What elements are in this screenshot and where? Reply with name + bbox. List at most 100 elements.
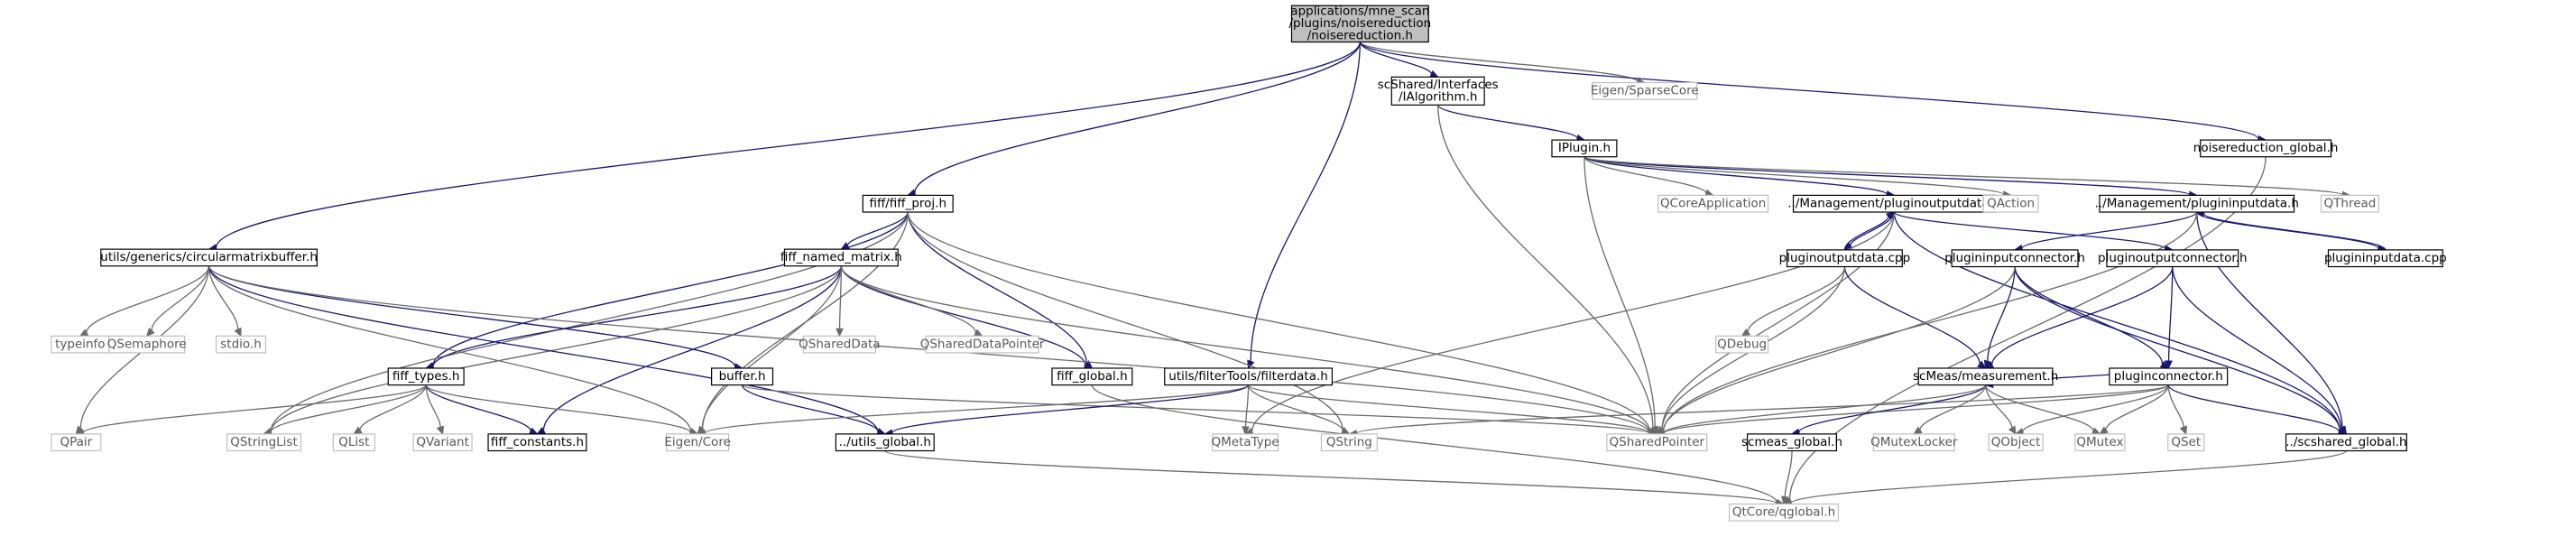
edge-fiff_named-to-qstringlist: [263, 265, 843, 436]
node-nr_global[interactable]: noisereduction_global.h: [2193, 139, 2339, 158]
edge-fiff_named-to-qsdp: [840, 265, 983, 337]
node-ialgorithm[interactable]: scShared/Interfaces/IAlgorithm.h: [1378, 76, 1499, 106]
node-iplugin[interactable]: IPlugin.h: [1551, 139, 1618, 158]
node-label: QSemaphore: [107, 337, 187, 351]
node-buffer[interactable]: buffer.h: [711, 367, 774, 386]
edge-filterdata-to-qmetatype: [1242, 384, 1250, 436]
edge-line: [1798, 384, 1987, 433]
node-box: [487, 433, 587, 452]
edge-arrowhead: [1977, 360, 1987, 369]
edge-line: [1437, 105, 1654, 429]
edge-line: [208, 265, 239, 330]
edge-line: [425, 384, 441, 428]
node-box: [2074, 433, 2126, 452]
edge-line: [1091, 384, 1777, 504]
edge-arrowhead: [1429, 69, 1439, 78]
node-box: [1592, 81, 1698, 100]
edge-line: [1985, 384, 2013, 429]
node-box: [2200, 139, 2332, 158]
node-label: IPlugin.h: [1558, 141, 1611, 155]
node-label: utils/generics/circularmatrixbuffer.h: [100, 250, 318, 264]
node-pin_h[interactable]: ../Management/plugininputdata.h: [2095, 194, 2299, 213]
node-box: [1786, 249, 1903, 268]
node-pout_h[interactable]: ../Management/pluginoutputdata.h: [1787, 194, 2000, 213]
node-scmeas_global[interactable]: scmeas_global.h: [1741, 433, 1842, 452]
edge-pconn-to-qobject: [2014, 384, 2169, 436]
node-fiff_global[interactable]: fiff_global.h: [1051, 367, 1133, 386]
edge-line: [1359, 42, 1433, 75]
node-box: [387, 367, 465, 386]
edge-measurement-to-qmutex: [1985, 384, 2101, 435]
edge-arrowhead: [1650, 425, 1659, 436]
node-utils_global[interactable]: ../utils_global.h: [835, 433, 935, 452]
node-label: QPair: [60, 435, 92, 449]
edge-line: [1244, 384, 1250, 427]
node-root: applications/mne_scan/plugins/noisereduc…: [1288, 5, 1431, 43]
edge-line: [2172, 266, 2342, 430]
node-sparsecore: Eigen/SparseCore: [1591, 81, 1699, 100]
node-label: stdio.h: [220, 337, 262, 351]
edge-filterdata-to-qstring: [1247, 384, 1351, 435]
node-box: [108, 335, 186, 354]
edge-line: [1251, 212, 1895, 432]
node-pconn[interactable]: pluginconnector.h: [2109, 367, 2229, 386]
edge-line: [1583, 156, 2005, 196]
node-pin_cpp[interactable]: plugininputdata.cpp: [2324, 249, 2447, 268]
node-label: QList: [338, 435, 369, 449]
node-poutconn[interactable]: pluginoutputconnector.h: [2098, 249, 2248, 268]
edge-line: [1784, 450, 1793, 497]
edge-circbuf-to-stdio: [208, 265, 242, 338]
node-label: Eigen/Core: [664, 435, 731, 449]
node-box: [1872, 433, 1955, 452]
edge-line: [359, 384, 427, 430]
edge-circbuf-to-eigencore: [208, 265, 699, 436]
node-label: fiff_global.h: [1057, 369, 1128, 384]
node-box: [1212, 433, 1279, 452]
node-fiff_named[interactable]: fiff_named_matrix.h: [780, 248, 902, 267]
node-qdebug: QDebug: [1715, 335, 1769, 354]
node-label: /noisereduction.h: [1307, 29, 1413, 43]
edge-line: [1661, 212, 1895, 430]
edge-scshared_global-to-qglobal: [1782, 449, 2348, 508]
edge-line: [741, 384, 879, 432]
edge-line: [425, 384, 531, 431]
edge-arrowhead: [1247, 359, 1255, 370]
node-box: [100, 248, 318, 267]
node-box: [1729, 503, 1840, 522]
node-box: [1982, 194, 2039, 213]
node-circbuf[interactable]: utils/generics/circularmatrixbuffer.h: [100, 248, 318, 267]
node-qmutex: QMutex: [2074, 433, 2126, 452]
node-pinconn[interactable]: plugininputconnector.h: [1944, 249, 2085, 268]
node-box: [51, 433, 102, 452]
node-label: fiff/fiff_proj.h: [869, 196, 946, 210]
node-scshared_global[interactable]: ../scshared_global.h: [2285, 433, 2407, 452]
node-label: Eigen/SparseCore: [1591, 84, 1699, 98]
edge-arrowhead: [436, 425, 445, 436]
edge-fiff_types-to-qlist: [353, 384, 427, 435]
node-fiff_constants[interactable]: fiff_constants.h: [487, 433, 587, 452]
node-qthread: QThread: [2320, 194, 2379, 213]
node-label: QSharedDataPointer: [920, 337, 1045, 351]
node-label: QThread: [2324, 196, 2377, 210]
node-fiff_proj[interactable]: fiff/fiff_proj.h: [862, 194, 954, 213]
node-qpair: QPair: [51, 433, 102, 452]
node-label: ../scshared_global.h: [2285, 435, 2406, 449]
node-box: [1606, 433, 1708, 452]
node-fiff_types[interactable]: fiff_types.h: [387, 367, 465, 386]
edge-line: [2021, 211, 2198, 249]
edge-line: [270, 265, 843, 432]
node-label: plugininputconnector.h: [1944, 251, 2085, 265]
node-box: [226, 433, 302, 452]
edge-line: [907, 212, 1087, 364]
edge-line: [1919, 384, 1987, 430]
node-pout_cpp[interactable]: pluginoutputdata.cpp: [1779, 249, 1911, 268]
node-label: /IAlgorithm.h: [1399, 89, 1478, 104]
node-filterdata[interactable]: utils/filterTools/filterdata.h: [1164, 367, 1334, 386]
edge-line: [702, 212, 909, 430]
node-label: /plugins/noisereduction: [1288, 16, 1431, 31]
edge-pconn-to-qset: [2167, 384, 2188, 436]
edge-line: [2202, 212, 2387, 251]
node-measurement[interactable]: scMeas/measurement.h: [1913, 367, 2058, 386]
node-box: [1390, 76, 1485, 106]
node-box: [215, 335, 267, 354]
